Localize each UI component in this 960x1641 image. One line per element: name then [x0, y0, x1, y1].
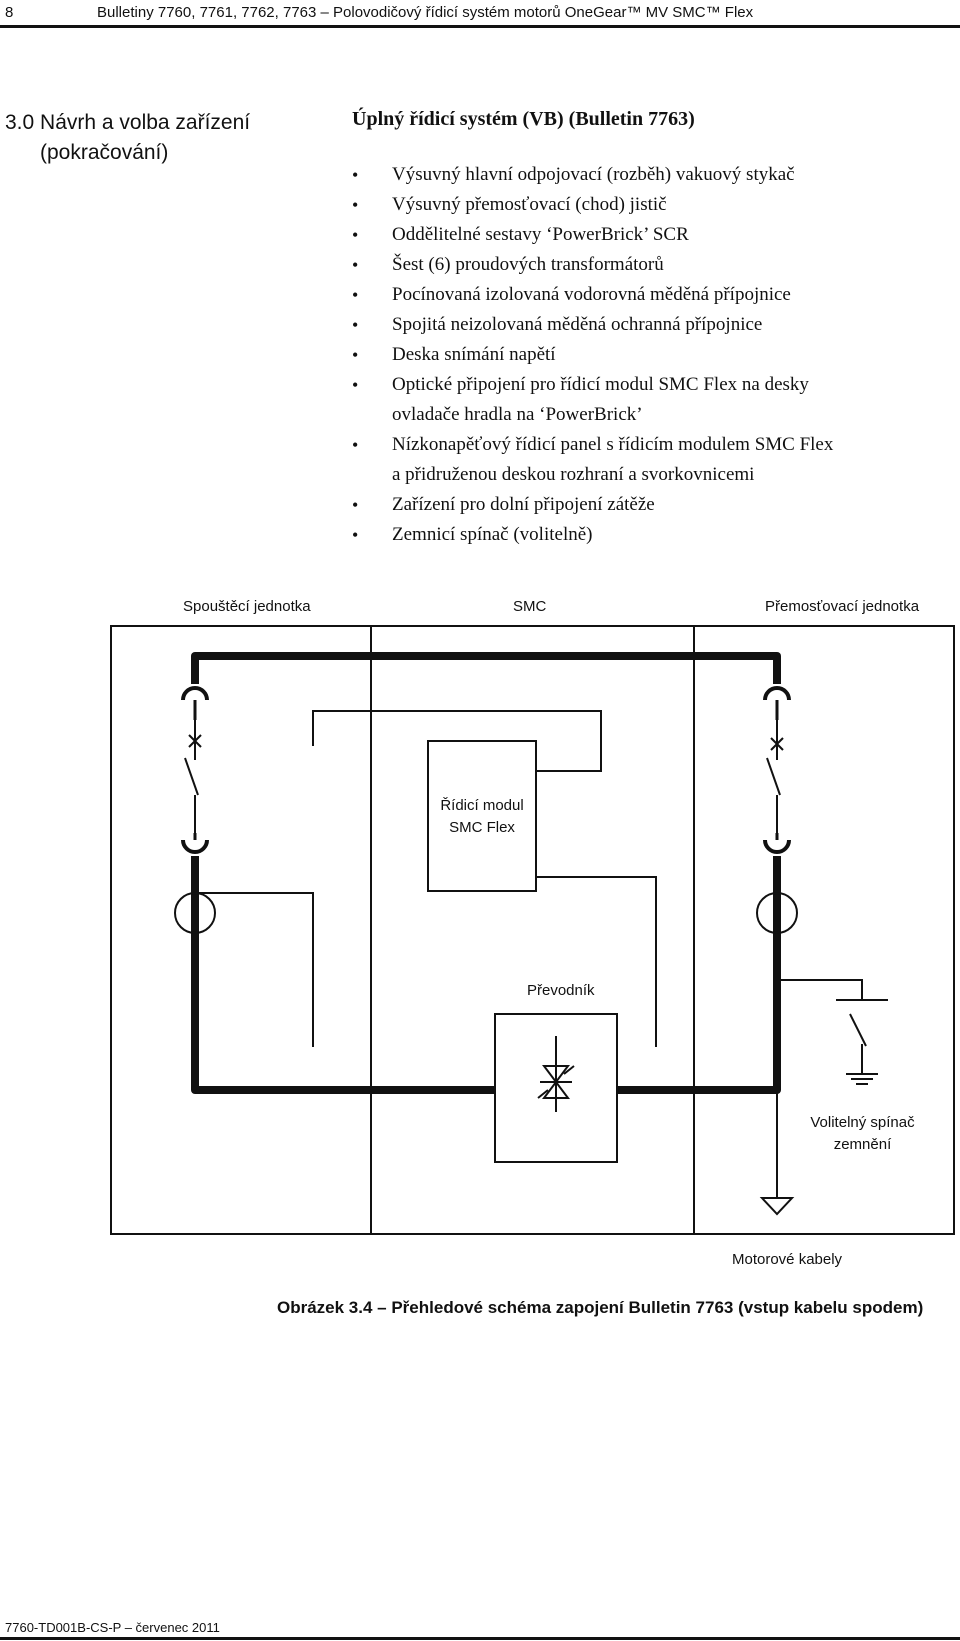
list-item-text: Pocínovaná izolovaná vodorovná měděná př… — [392, 284, 791, 305]
label-bypass-unit: Přemosťovací jednotka — [765, 598, 920, 615]
list-item-text: Zařízení pro dolní připojení zátěže — [392, 494, 655, 515]
list-item: • Výsuvný přemosťovací (chod) jistič — [352, 190, 952, 220]
right-breaker-blade — [766, 757, 781, 796]
list-item: • Spojitá neizolovaná měděná ochranná pří… — [352, 310, 952, 340]
subsection-title: Úplný řídicí systém (VB) (Bulletin 7763) — [352, 108, 695, 130]
list-item-text: Oddělitelné sestavy ‘PowerBrick’ SCR — [392, 224, 689, 245]
left-disconnect-lower — [181, 833, 209, 854]
list-item: • Optické připojení pro řídicí modul SMC … — [352, 370, 952, 430]
diagram-frame — [110, 625, 955, 1235]
control-wire-left — [195, 892, 314, 1047]
ground-switch-blade — [849, 1013, 867, 1047]
section-heading: 3.0 Návrh a volba zařízení (pokračování) — [5, 108, 250, 168]
list-item-text: a přidruženou deskou rozhraní a svorkovn… — [392, 464, 755, 485]
left-disconnect-upper — [181, 686, 209, 720]
figure-caption: Obrázek 3.4 – Přehledové schéma zapojení… — [277, 1298, 924, 1317]
header-rule — [0, 25, 960, 28]
feature-list: • Výsuvný hlavní odpojovací (rozběh) vaku… — [352, 160, 952, 550]
section-heading-line1: 3.0 Návrh a volba zařízení — [5, 111, 251, 134]
control-module-label: Řídicí modul SMC Flex — [428, 795, 536, 839]
list-item-text: Spojitá neizolovaná měděná ochranná příp… — [392, 314, 763, 335]
list-item: • Deska snímání napětí — [352, 340, 952, 370]
right-disconnect-lower — [763, 833, 791, 854]
bullet-icon: • — [352, 375, 359, 395]
bullet-icon: • — [352, 345, 359, 365]
list-item: • Zemnicí spínač (volitelně) — [352, 520, 952, 550]
label-smc: SMC — [513, 598, 547, 615]
list-item-text: Výsuvný přemosťovací (chod) jistič — [392, 194, 667, 215]
label-starting-unit: Spouštěcí jednotka — [183, 598, 311, 615]
control-module-box — [427, 740, 537, 892]
label-converter: Převodník — [527, 982, 595, 999]
list-item: • Výsuvný hlavní odpojovací (rozběh) vaku… — [352, 160, 952, 190]
page-number: 8 — [5, 4, 14, 21]
control-wire-top — [312, 710, 602, 772]
list-item-text: Optické připojení pro řídicí modul SMC F… — [392, 374, 809, 395]
list-item-text: Šest (6) proudových transformátorů — [392, 254, 664, 275]
bullet-icon: • — [352, 435, 359, 455]
bullet-icon: • — [352, 525, 359, 545]
list-item-text: Výsuvný hlavní odpojovací (rozběh) vakuo… — [392, 164, 795, 185]
bullet-icon: • — [352, 315, 359, 335]
left-contact-x — [188, 720, 202, 760]
list-item-text: Zemnicí spínač (volitelně) — [392, 524, 593, 545]
list-item-text: Nízkonapěťový řídicí panel s řídicím mod… — [392, 434, 834, 455]
bullet-icon: • — [352, 195, 359, 215]
ground-switch-label: Volitelný spínač zemnění — [790, 1112, 935, 1156]
bullet-icon: • — [352, 225, 359, 245]
bullet-icon: • — [352, 495, 359, 515]
ground-switch-wire — [777, 979, 863, 1000]
list-item: • Zařízení pro dolní připojení zátěže — [352, 490, 952, 520]
page-header: 8 Bulletiny 7760, 7761, 7762, 7763 – Pol… — [0, 0, 960, 30]
motor-terminal-symbol — [759, 1197, 795, 1216]
ground-switch-line1: Volitelný spínač — [810, 1114, 915, 1131]
list-item: • Oddělitelné sestavy ‘PowerBrick’ SCR — [352, 220, 952, 250]
list-item: • Šest (6) proudových transformátorů — [352, 250, 952, 280]
bullet-icon: • — [352, 255, 359, 275]
section-heading-line2: (pokračování) — [40, 141, 169, 164]
list-item: • Nízkonapěťový řídicí panel s řídicím mo… — [352, 430, 952, 490]
list-item-text: ovladače hradla na ‘PowerBrick’ — [392, 404, 643, 425]
scr-symbol — [537, 1036, 575, 1112]
footer-doc-id: 7760-TD001B-CS-P – červenec 2011 — [5, 1620, 220, 1635]
control-module-line1: Řídicí modul — [440, 797, 524, 814]
right-disconnect-upper — [763, 686, 791, 720]
right-contact-x — [770, 720, 784, 760]
list-item: • Pocínovaná izolovaná vodorovná měděná p… — [352, 280, 952, 310]
control-module-line2: SMC Flex — [449, 819, 515, 836]
left-contactor-blade — [184, 757, 199, 796]
running-title: Bulletiny 7760, 7761, 7762, 7763 – Polov… — [97, 4, 754, 21]
label-motor-cables: Motorové kabely — [732, 1251, 843, 1268]
footer-rule — [0, 1637, 960, 1640]
list-item-text: Deska snímání napětí — [392, 344, 556, 365]
bullet-icon: • — [352, 285, 359, 305]
bullet-icon: • — [352, 165, 359, 185]
ground-switch-line2: zemnění — [833, 1136, 892, 1153]
ground-symbol — [846, 1073, 878, 1085]
right-ct — [756, 892, 798, 934]
